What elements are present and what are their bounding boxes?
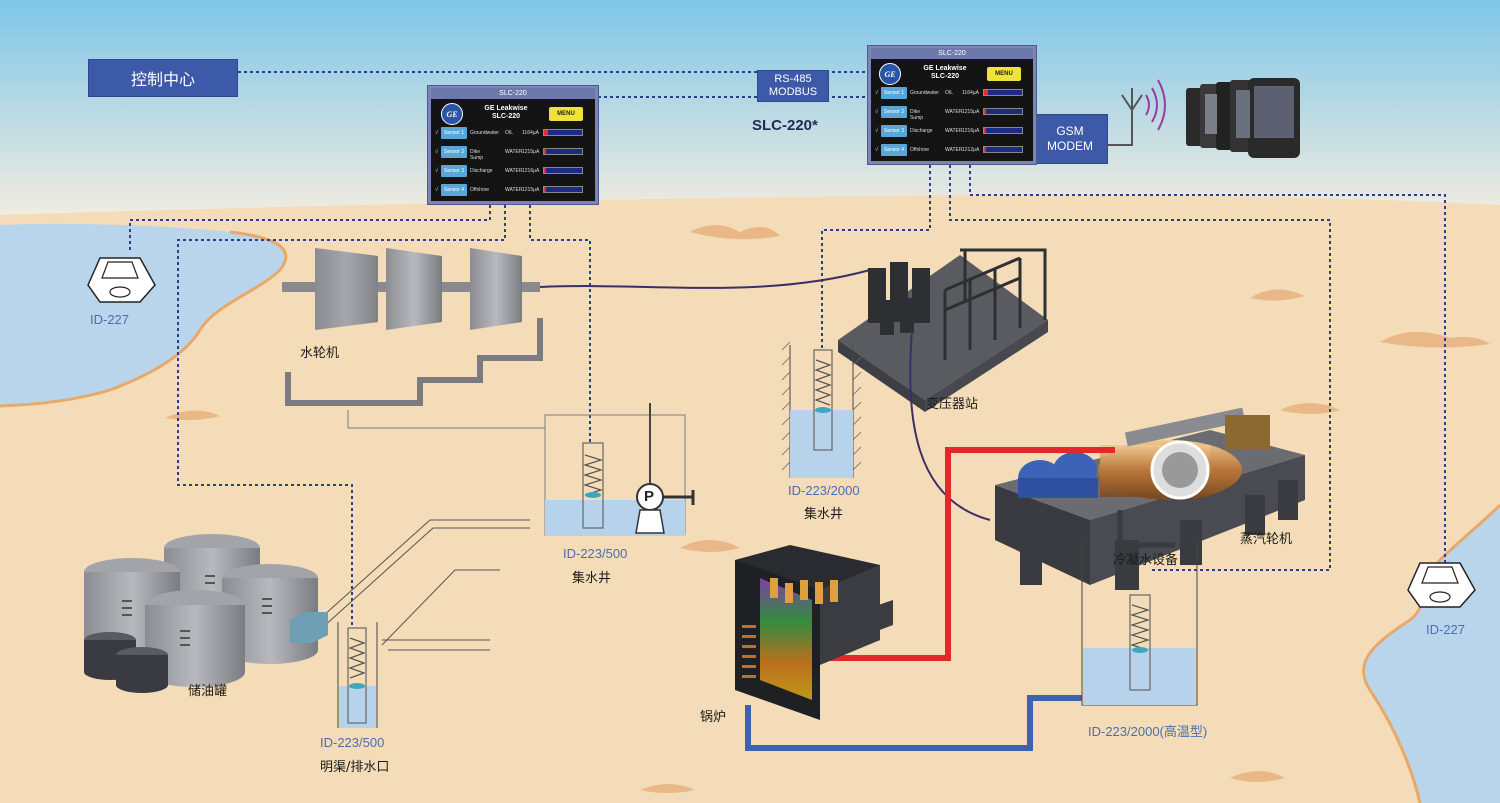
sensor-id-227-left: ID-227 bbox=[90, 312, 130, 327]
sensor-reading: 1215μA bbox=[522, 149, 540, 155]
sensor-level-bar bbox=[543, 167, 583, 174]
panel-model: SLC-220 bbox=[491, 113, 520, 120]
slc220-panel-right: SLC-220 GE GE Leakwise SLC-220 MENU √Sen… bbox=[868, 46, 1036, 164]
panel-model: SLC-220 bbox=[930, 73, 959, 80]
panel-brand: GE Leakwise bbox=[923, 65, 967, 72]
sensor-reading: 1216μA bbox=[962, 128, 980, 134]
sensor-fluid: WATER bbox=[505, 187, 523, 193]
turbine-label: 水轮机 bbox=[300, 346, 340, 361]
panel-menu-button[interactable]: MENU bbox=[549, 107, 583, 121]
panel-menu-button[interactable]: MENU bbox=[987, 67, 1021, 81]
slc220-panel-left: SLC-220 GE GE Leakwise SLC-220 MENU √Sen… bbox=[428, 86, 598, 204]
sensor-id-223-2000-ht: ID-223/2000(高温型) bbox=[1088, 724, 1208, 739]
sensor-level-bar bbox=[983, 108, 1023, 115]
sensor-location: Dike Sump bbox=[470, 149, 484, 161]
sensor-level-fill bbox=[984, 109, 986, 114]
sensor-button[interactable]: Sensor 2 bbox=[441, 146, 467, 158]
sensor-level-fill bbox=[544, 130, 548, 135]
check-icon: √ bbox=[875, 109, 879, 115]
control-center-label: 控制中心 bbox=[130, 72, 195, 89]
check-icon: √ bbox=[435, 130, 439, 136]
sensor-fluid: WATER bbox=[945, 128, 963, 134]
gsm-label: GSM bbox=[1056, 124, 1084, 138]
sensor-button[interactable]: Sensor 4 bbox=[441, 184, 467, 196]
check-icon: √ bbox=[875, 128, 879, 134]
sensor-level-fill bbox=[984, 147, 986, 152]
condenser-label: 冷凝水设备 bbox=[1113, 553, 1179, 568]
sensor-location: Dike Sump bbox=[910, 109, 924, 121]
sump-transformer-label: 集水井 bbox=[804, 507, 844, 522]
sensor-location: Offshore bbox=[470, 187, 490, 193]
check-icon: √ bbox=[435, 168, 439, 174]
sensor-reading: 1215μA bbox=[962, 109, 980, 115]
sensor-level-fill bbox=[984, 128, 986, 133]
channel-label: 明渠/排水口 bbox=[320, 760, 390, 775]
sensor-button[interactable]: Sensor 4 bbox=[881, 144, 907, 156]
check-icon: √ bbox=[435, 187, 439, 193]
sensor-level-fill bbox=[544, 187, 546, 192]
sensor-reading: 1215μA bbox=[522, 187, 540, 193]
pump-icon: P bbox=[644, 488, 655, 505]
sensor-level-bar bbox=[983, 127, 1023, 134]
sensor-button[interactable]: Sensor 3 bbox=[881, 125, 907, 137]
oil-tank-label: 储油罐 bbox=[188, 684, 228, 699]
sump-mid-label: 集水井 bbox=[572, 571, 612, 586]
modem-label: MODEM bbox=[1047, 139, 1093, 153]
sensor-level-fill bbox=[544, 149, 546, 154]
rs485-label: RS-485 bbox=[774, 73, 812, 85]
sensor-id-223-500-channel: ID-223/500 bbox=[320, 735, 385, 750]
sensor-button[interactable]: Sensor 2 bbox=[881, 106, 907, 118]
sensor-button[interactable]: Sensor 3 bbox=[441, 165, 467, 177]
sensor-level-bar bbox=[543, 148, 583, 155]
sensor-level-fill bbox=[984, 90, 988, 95]
check-icon: √ bbox=[435, 149, 439, 155]
sensor-button[interactable]: Sensor 1 bbox=[881, 87, 907, 99]
sensor-button[interactable]: Sensor 1 bbox=[441, 127, 467, 139]
sensor-fluid: WATER bbox=[505, 149, 523, 155]
floating-sensor-icon bbox=[1407, 562, 1476, 608]
sensor-location: Groundwater bbox=[910, 90, 939, 96]
modbus-label: MODBUS bbox=[768, 86, 818, 98]
sensor-level-bar bbox=[543, 129, 583, 136]
ge-logo-icon: GE bbox=[441, 103, 463, 125]
sensor-reading: 1164μA bbox=[522, 130, 539, 136]
sensor-fluid: WATER bbox=[945, 109, 963, 115]
sensor-location: Discharge bbox=[910, 128, 933, 134]
sensor-level-bar bbox=[983, 89, 1023, 96]
sensor-location: Offshore bbox=[910, 147, 930, 153]
panel-title: SLC-220 bbox=[871, 48, 1033, 59]
control-center-box: 控制中心 bbox=[88, 59, 238, 97]
check-icon: √ bbox=[875, 90, 879, 96]
sensor-fluid: WATER bbox=[505, 168, 523, 174]
panel-title: SLC-220 bbox=[431, 88, 595, 99]
sensor-reading: 1212μA bbox=[962, 147, 980, 153]
antenna-icon bbox=[1108, 79, 1166, 146]
sensor-level-bar bbox=[543, 186, 583, 193]
sensor-reading: 1216μA bbox=[522, 168, 540, 174]
ge-logo-icon: GE bbox=[879, 63, 901, 85]
sensor-fluid: OIL bbox=[945, 90, 954, 96]
panel-brand: GE Leakwise bbox=[484, 105, 528, 112]
sensor-location: Groundwater bbox=[470, 130, 499, 136]
sensor-id-223-500-sump: ID-223/500 bbox=[563, 546, 628, 561]
sensor-fluid: OIL bbox=[505, 130, 514, 136]
sensor-location: Discharge bbox=[470, 168, 493, 174]
steam-turbine-label: 蒸汽轮机 bbox=[1240, 532, 1293, 547]
rs485-modbus-box: RS-485 MODBUS bbox=[757, 70, 829, 102]
smartphones-icon bbox=[1186, 78, 1300, 158]
boiler-label: 锅炉 bbox=[700, 710, 727, 725]
floating-sensor-icon bbox=[87, 257, 156, 303]
sensor-level-bar bbox=[983, 146, 1023, 153]
sensor-id-227-right: ID-227 bbox=[1426, 622, 1466, 637]
sensor-id-223-2000: ID-223/2000 bbox=[788, 483, 860, 498]
sensor-fluid: WATER bbox=[945, 147, 963, 153]
slc220-star-label: SLC-220* bbox=[752, 117, 818, 134]
sensor-level-fill bbox=[544, 168, 546, 173]
check-icon: √ bbox=[875, 147, 879, 153]
gsm-modem-box: GSM MODEM bbox=[1032, 114, 1108, 164]
substation-label: 变压器站 bbox=[926, 397, 979, 412]
sensor-reading: 1164μA bbox=[962, 90, 979, 96]
